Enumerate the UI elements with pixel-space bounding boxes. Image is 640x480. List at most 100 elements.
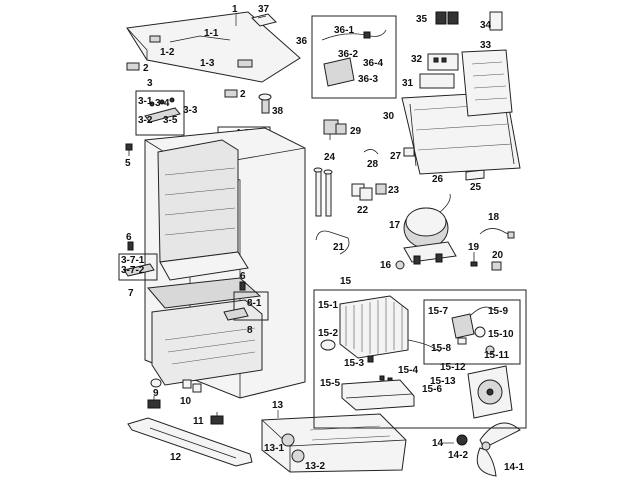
- part-15-3-screw: [367, 355, 374, 363]
- part-5-screw: [125, 143, 133, 156]
- label-15-13: 15-13: [430, 376, 456, 387]
- part-37-hinge: [251, 13, 277, 27]
- part-7-hinge: [123, 263, 155, 277]
- label-38: 38: [272, 106, 284, 117]
- part-33-panel: [461, 49, 513, 117]
- label-15-2: 15-2: [318, 328, 338, 339]
- part-38-bracket: [258, 93, 272, 114]
- label-19: 19: [468, 242, 480, 253]
- label-1-3: 1-3: [200, 58, 215, 69]
- label-14-2: 14-2: [448, 450, 468, 461]
- label-6: 6: [126, 232, 132, 243]
- label-15-9: 15-9: [488, 306, 508, 317]
- label-15-3: 15-3: [344, 358, 364, 369]
- label-1-2: 1-2: [160, 47, 175, 58]
- label-34: 34: [480, 20, 492, 31]
- label-37: 37: [258, 4, 270, 15]
- label-7: 7: [128, 288, 134, 299]
- part-27-bushing: [403, 147, 415, 157]
- label-31: 31: [402, 78, 414, 89]
- label-13-1: 13-1: [264, 443, 284, 454]
- label-15-12: 15-12: [440, 362, 466, 373]
- label-36-1: 36-1: [334, 25, 354, 36]
- label-5: 5: [125, 158, 131, 169]
- part-10-roller: [182, 379, 202, 393]
- part-16-grommet: [395, 260, 405, 270]
- part-20-cap: [491, 261, 502, 271]
- part-32-pcb: [427, 53, 459, 71]
- part-15-2-cap: [320, 339, 336, 351]
- label-3-5: 3-5: [163, 115, 178, 126]
- label-33: 33: [480, 40, 492, 51]
- cabinet-body: [144, 127, 306, 399]
- part-23-overload: [375, 183, 387, 195]
- label-1-1: 1-1: [204, 28, 219, 39]
- part-12-base-plate: [127, 417, 253, 467]
- label-16: 16: [380, 260, 392, 271]
- part-19-bolt: [470, 252, 478, 267]
- part-11-leveling-leg: [147, 396, 224, 425]
- label-1: 1: [232, 4, 238, 15]
- label-3-7-2: 3-7-2: [121, 265, 145, 276]
- label-29: 29: [350, 126, 362, 137]
- label-36: 36: [296, 36, 308, 47]
- label-11: 11: [193, 416, 204, 427]
- label-14: 14: [432, 438, 444, 449]
- part-34-bracket: [489, 11, 503, 31]
- part-15-box: [313, 289, 527, 429]
- label-36-2: 36-2: [338, 49, 358, 60]
- label-28: 28: [367, 159, 379, 170]
- part-15-13-fan-shroud: [467, 365, 513, 419]
- label-9: 9: [153, 388, 159, 399]
- part-31-plate: [419, 73, 455, 89]
- part-6-screw: [127, 241, 246, 291]
- label-12: 12: [170, 452, 182, 463]
- label-15-8: 15-8: [431, 343, 451, 354]
- part-15-motor-box: [423, 299, 521, 365]
- part-2-cap: [126, 62, 238, 98]
- label-26: 26: [432, 174, 444, 185]
- part-3-hinge: [144, 97, 181, 123]
- label-15-7: 15-7: [428, 306, 448, 317]
- part-24-tubes: [313, 167, 333, 217]
- label-22: 22: [357, 205, 369, 216]
- label-15-6: 15-6: [422, 384, 442, 395]
- part-15-5-drain-pan: [341, 379, 415, 411]
- label-15-1: 15-1: [318, 300, 338, 311]
- label-13: 13: [272, 400, 284, 411]
- part-29-valve: [323, 119, 347, 140]
- label-8-1: 8-1: [247, 298, 262, 309]
- label-35: 35: [416, 14, 428, 25]
- label-24: 24: [324, 152, 336, 163]
- label-17: 17: [389, 220, 401, 231]
- label-3-1: 3-1: [138, 96, 153, 107]
- part-15-7-motor: [451, 313, 475, 339]
- part-36-box: [311, 15, 397, 99]
- part-7-box: [118, 253, 158, 281]
- label-3-4: 3-4: [155, 98, 170, 109]
- part-15-11-grommet: [485, 345, 495, 355]
- label-21: 21: [333, 242, 345, 253]
- part-1-top-cover: [126, 11, 301, 83]
- part-18-tube: [479, 228, 515, 239]
- label-27: 27: [390, 151, 402, 162]
- part-15-1-condenser: [339, 295, 409, 359]
- label-14-1: 14-1: [504, 462, 524, 473]
- label-15-10: 15-10: [488, 329, 514, 340]
- part-15-9-wire: [469, 306, 495, 317]
- label-10: 10: [180, 396, 192, 407]
- part-17-compressor: [403, 193, 457, 265]
- label-23: 23: [388, 185, 400, 196]
- label-8: 8: [247, 325, 253, 336]
- label-15-11: 15-11: [484, 350, 509, 361]
- label-6: 6: [240, 271, 246, 282]
- part-21-wire-loop: [315, 230, 350, 255]
- part-14-fan-blade: [456, 422, 521, 477]
- label-30: 30: [383, 111, 395, 122]
- label-3: 3: [147, 78, 153, 89]
- part-9-roller: [150, 378, 162, 388]
- label-25: 25: [470, 182, 482, 193]
- part-8-hinge: [223, 307, 249, 321]
- label-2: 2: [240, 89, 246, 100]
